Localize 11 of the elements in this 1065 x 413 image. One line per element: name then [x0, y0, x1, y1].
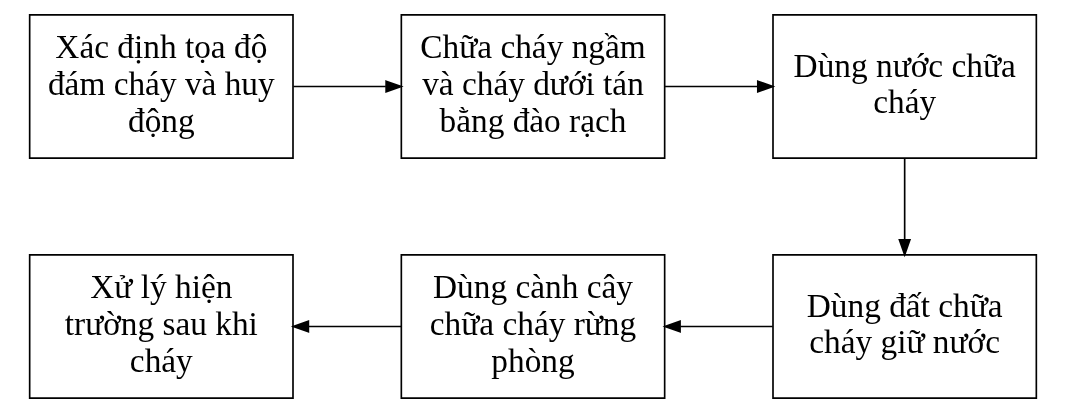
arrow [290, 320, 402, 333]
node-box: Xử lý hiện trường sau khi cháy [28, 254, 294, 399]
node-box: Dùng đất chữa cháy giữ nước [771, 254, 1037, 399]
node-box: Dùng nước chữa cháy [771, 14, 1037, 159]
node-box: Xác định tọa độ đám cháy và huy động [28, 14, 294, 159]
arrow [292, 80, 404, 93]
node-box: Dùng cành cây chữa cháy rừng phòng [400, 254, 665, 399]
node-box: Chữa cháy ngầm và cháy dưới tán bằng đào rạch [400, 14, 665, 159]
arrow [663, 80, 775, 93]
arrow [897, 158, 911, 258]
arrow [662, 320, 774, 333]
